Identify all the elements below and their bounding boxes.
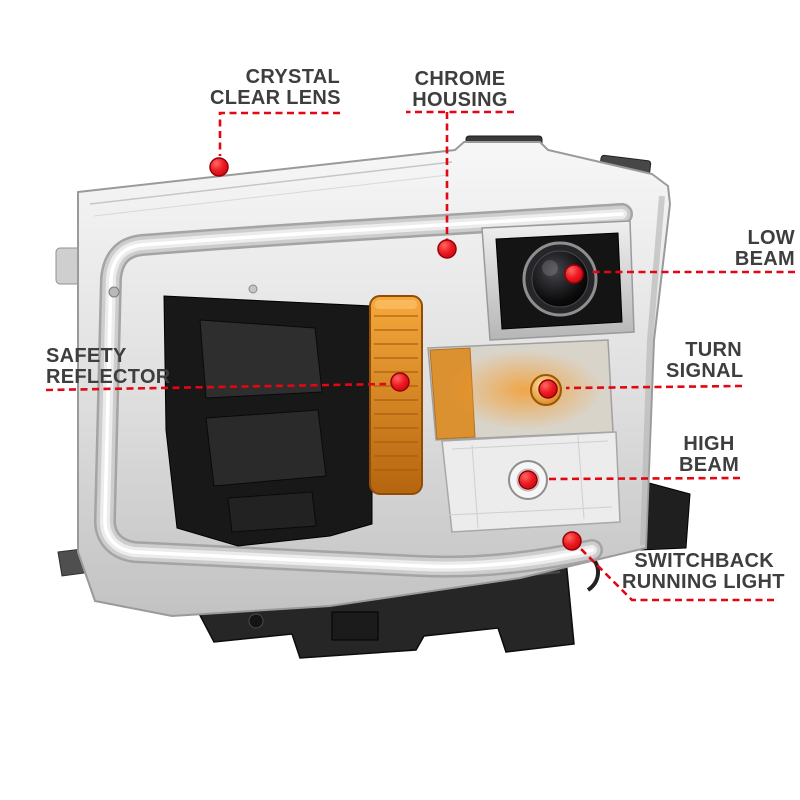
callout-crystal-clear-lens: CRYSTAL CLEAR LENS	[210, 67, 340, 109]
callout-switchback-running-light: SWITCHBACK RUNNING LIGHT	[622, 550, 785, 593]
lens-edge-line	[93, 174, 449, 217]
callout-text-line: TURN	[685, 339, 742, 361]
screw-detail	[108, 286, 120, 298]
marker-safety-reflector	[390, 372, 410, 392]
marker-switchback-running-light	[562, 531, 582, 551]
low-beam-projector	[481, 220, 635, 341]
lens-edge-line	[89, 161, 453, 205]
callout-text-line: CHROME	[414, 68, 506, 90]
leader-high-beam	[546, 476, 741, 481]
right-edge-shading	[640, 195, 665, 546]
leader-turn-signal	[565, 384, 743, 390]
callout-text-line: CLEAR LENS	[210, 87, 341, 109]
callout-text-line: HOUSING	[412, 89, 508, 111]
callout-turn-signal: TURN SIGNAL	[666, 339, 744, 382]
turn-signal-chamber	[427, 339, 614, 441]
callout-text-line: HIGH	[683, 433, 735, 455]
callout-chrome-housing: CHROME HOUSING	[404, 69, 516, 111]
callout-safety-reflector: SAFETY REFLECTOR	[46, 346, 186, 388]
marker-high-beam	[518, 470, 538, 490]
callout-text-line: CRYSTAL	[245, 66, 340, 88]
switchback-running-light-tube	[94, 203, 633, 578]
marker-chrome-housing	[437, 239, 457, 259]
amber-safety-reflector	[369, 295, 423, 495]
callout-high-beam: HIGH BEAM	[676, 434, 742, 476]
callout-text-line: RUNNING LIGHT	[622, 571, 785, 593]
leader-chrome-housing	[406, 110, 514, 240]
callout-low-beam: LOW BEAM	[733, 228, 795, 270]
marker-crystal-clear-lens	[209, 157, 229, 177]
leader-switchback-running-light	[580, 548, 774, 602]
screw-detail	[248, 284, 258, 294]
callout-text-line: SIGNAL	[666, 360, 744, 382]
leader-crystal-clear-lens	[218, 111, 340, 156]
callout-text-line: SAFETY	[46, 345, 127, 367]
callout-text-line: BEAM	[678, 454, 740, 476]
inner-black-housing	[163, 295, 373, 547]
headlight-illustration	[55, 135, 691, 659]
marker-low-beam	[564, 264, 584, 284]
callout-text-line: REFLECTOR	[46, 366, 171, 388]
callout-annotations	[45, 110, 795, 602]
marker-turn-signal	[538, 379, 558, 399]
callout-text-line: SWITCHBACK	[634, 550, 774, 572]
callout-text-line: BEAM	[734, 248, 795, 270]
callout-text-line: LOW	[747, 227, 795, 249]
